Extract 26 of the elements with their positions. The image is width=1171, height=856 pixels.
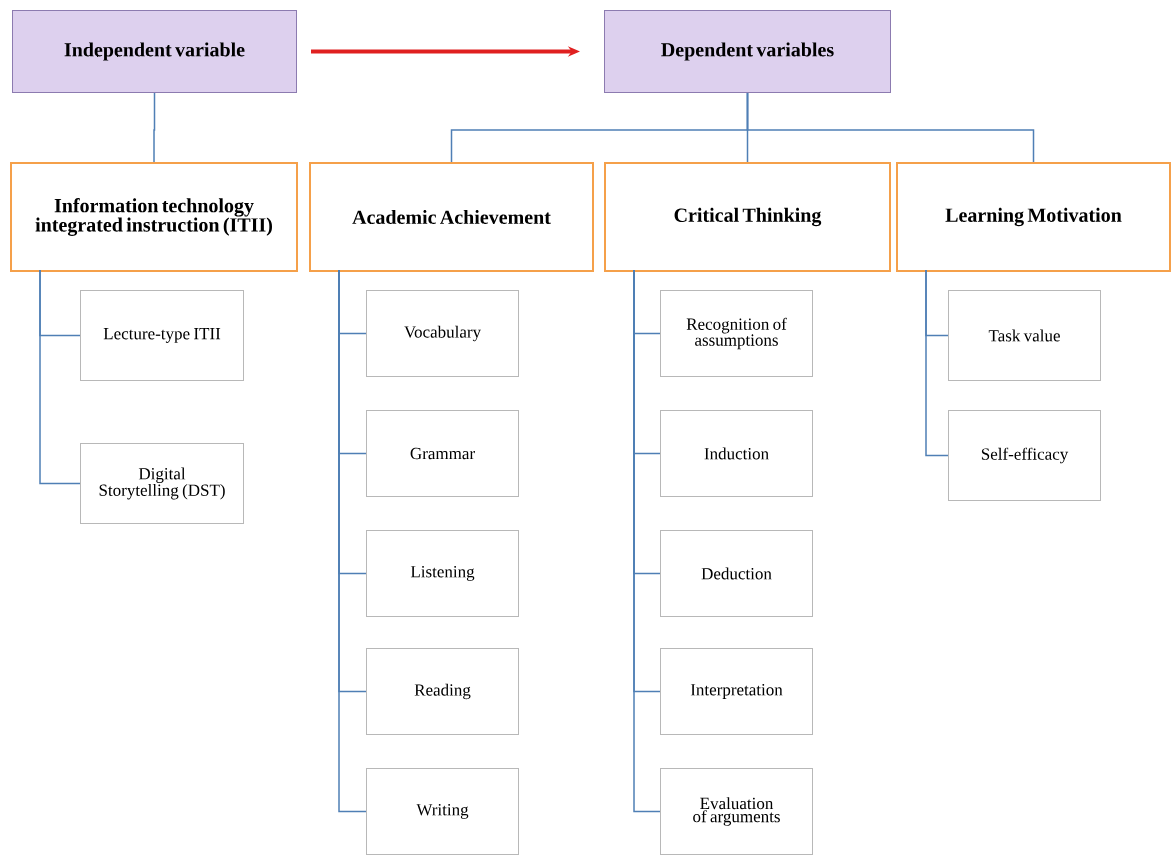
item-box: Induction — [660, 410, 813, 497]
item-box: Recognition of assumptions — [660, 290, 813, 377]
item-box: Grammar — [366, 410, 519, 497]
tree-line — [338, 269, 367, 813]
item-box: Digital Storytelling (DST) — [80, 443, 244, 524]
item-box: Interpretation — [660, 648, 813, 735]
category-box: Information technology integrated instruction (ITII) — [10, 162, 298, 272]
category-box: Critical Thinking — [604, 162, 891, 272]
category-box: Academic Achievement — [309, 162, 594, 272]
item-box: Evaluation of arguments — [660, 768, 813, 855]
header-box: Independent variable — [12, 10, 297, 93]
item-box: Writing — [366, 768, 519, 855]
item-box: Deduction — [660, 530, 813, 617]
tree-line — [925, 269, 949, 457]
tree-line — [746, 92, 1035, 163]
item-box: Vocabulary — [366, 290, 519, 377]
tree-line — [153, 92, 156, 163]
item-box: Self-efficacy — [948, 410, 1101, 501]
category-box: Learning Motivation — [896, 162, 1171, 272]
tree-line — [633, 269, 661, 813]
item-box: Task value — [948, 290, 1101, 381]
item-box: Reading — [366, 648, 519, 735]
item-box: Listening — [366, 530, 519, 617]
tree-line — [39, 269, 81, 485]
item-box: Lecture-type ITII — [80, 290, 244, 381]
header-box: Dependent variables — [604, 10, 891, 93]
